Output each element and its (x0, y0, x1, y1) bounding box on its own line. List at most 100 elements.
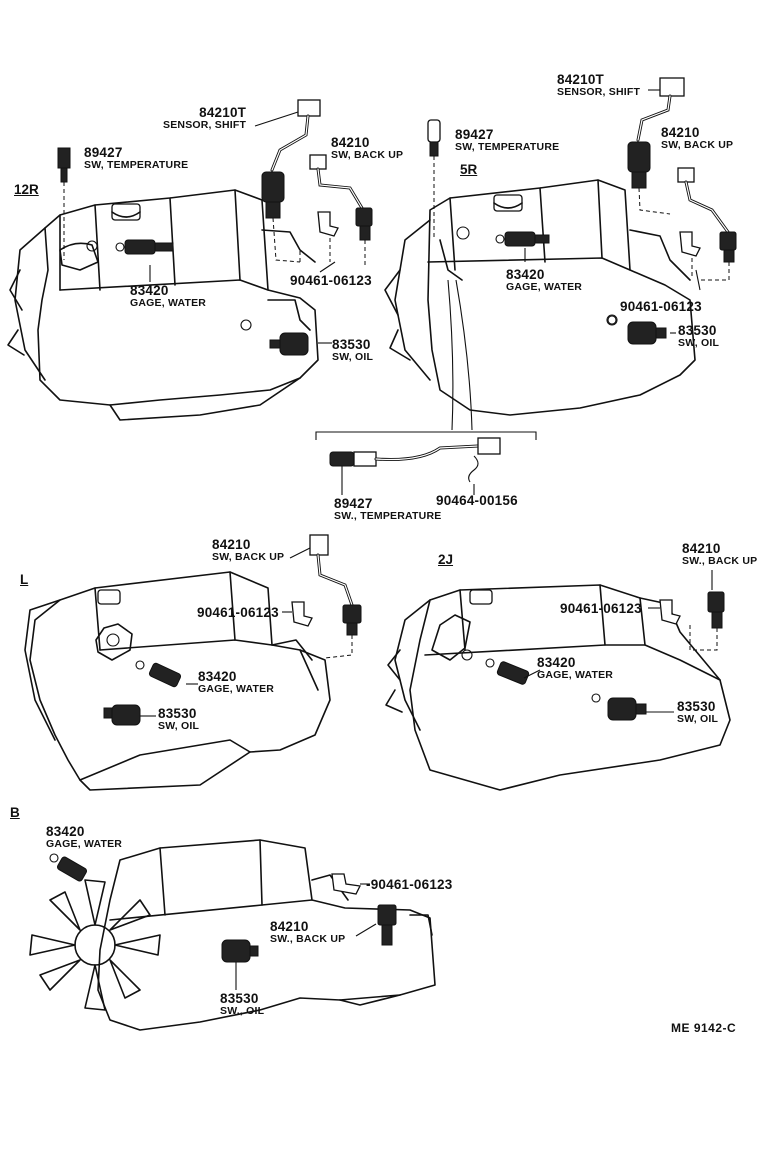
engine-2j (385, 584, 731, 791)
callout-83420-2j: 83420 GAGE, WATER (537, 656, 613, 680)
part-description: SW., BACK UP (270, 932, 346, 945)
callout-83420-b: 83420 GAGE, WATER (46, 825, 122, 849)
callout-84210-l: 84210 SW, BACK UP (212, 538, 284, 562)
part-83530-l-shape (103, 704, 141, 726)
part-description: GAGE, WATER (46, 837, 123, 850)
part-83420-12r-shape (115, 239, 174, 255)
part-83420-l-shape (135, 660, 182, 688)
part-83420-5r-shape (495, 231, 550, 247)
part-84210-b-shape (377, 904, 397, 946)
callout-83420-5r: 83420 GAGE, WATER (506, 268, 582, 292)
detail-box (315, 431, 537, 495)
part-83530-2j-shape (591, 693, 647, 721)
callout-83420-l: 83420 GAGE, WATER (198, 670, 274, 694)
part-number: 83420 (46, 824, 85, 839)
callout-84210-b: 84210 SW., BACK UP (270, 920, 345, 944)
part-90461-b-shape (331, 873, 361, 895)
part-84210-5r-shape (677, 167, 737, 281)
section-label-b: B (10, 805, 20, 820)
part-number: 84210 (331, 135, 370, 150)
section-label-l: L (20, 572, 29, 587)
part-83530-b-shape (221, 939, 259, 963)
callout-83530-5r: 83530 SW, OIL (678, 324, 719, 348)
part-number: 84210T (557, 72, 604, 87)
part-description: SENSOR, SHIFT (163, 118, 247, 131)
part-number: 84210 (270, 919, 309, 934)
callout-90461-2j: 90461-06123 (560, 601, 642, 616)
part-description: SW, OIL (678, 336, 720, 349)
part-84210-2j-shape (689, 591, 725, 651)
part-number: 83530 (677, 699, 716, 714)
callout-89427-12r: 89427 SW, TEMPERATURE (84, 146, 188, 170)
part-number: 84210 (682, 541, 721, 556)
part-number: 89427 (455, 127, 494, 142)
part-number: 89427 (84, 145, 123, 160)
part-description: GAGE, WATER (506, 280, 583, 293)
part-description: SW., TEMPERATURE (334, 509, 442, 522)
part-84210t-5r-shape (627, 77, 685, 215)
callout-90464-detail: 90464-00156 (436, 493, 518, 508)
part-90461-l-shape (291, 601, 313, 627)
part-83420-2j-shape (485, 658, 530, 685)
engine-12r (7, 189, 319, 421)
part-number: 83530 (332, 337, 371, 352)
part-description: SW, OIL (158, 719, 200, 732)
part-number: 83420 (506, 267, 545, 282)
callout-84210t-12r: 84210T SENSOR, SHIFT (163, 106, 246, 130)
callout-89427-5r: 89427 SW, TEMPERATURE (455, 128, 559, 152)
part-description: GAGE, WATER (198, 682, 275, 695)
part-description: SW, BACK UP (331, 148, 404, 161)
callout-83420-12r: 83420 GAGE, WATER (130, 284, 206, 308)
part-84210-l-shape (309, 534, 362, 659)
part-description: SW, TEMPERATURE (455, 140, 560, 153)
part-number: 83530 (158, 706, 197, 721)
part-90461-2j-shape (659, 599, 681, 625)
part-description: SW, OIL (332, 350, 374, 363)
callout-90461-5r: 90461-06123 (620, 299, 702, 314)
callout-83530-12r: 83530 SW, OIL (332, 338, 373, 362)
part-84210t-12r-shape (261, 99, 321, 263)
part-83420-b-shape (49, 853, 88, 882)
part-description: GAGE, WATER (537, 668, 614, 681)
callout-83530-2j: 83530 SW, OIL (677, 700, 718, 724)
leader-lines (140, 89, 713, 990)
callout-89427-detail: 89427 SW., TEMPERATURE (334, 497, 441, 521)
part-description: SW, BACK UP (661, 138, 734, 151)
engine-l (24, 571, 331, 791)
callout-90461-12r: 90461-06123 (290, 273, 372, 288)
part-89427-12r-shape (57, 147, 71, 260)
part-number: 89427 (334, 496, 373, 511)
section-label-2j: 2J (438, 552, 454, 567)
callout-84210-5r: 84210 SW, BACK UP (661, 126, 733, 150)
callout-84210-2j: 84210 SW., BACK UP (682, 542, 757, 566)
callout-83530-b: 83530 SW., OIL (220, 992, 264, 1016)
part-number: 83420 (130, 283, 169, 298)
part-description: SW, TEMPERATURE (84, 158, 189, 171)
part-number: 83530 (678, 323, 717, 338)
part-number: 83420 (198, 669, 237, 684)
section-label-12r: 12R (14, 182, 39, 197)
engine-5r (384, 179, 696, 416)
part-89427-5r-shape (427, 119, 441, 240)
part-description: SW, OIL (677, 712, 719, 725)
fan-b (29, 879, 161, 1011)
part-83530-5r-shape (607, 315, 667, 345)
part-number: 83530 (220, 991, 259, 1006)
part-description: SENSOR, SHIFT (557, 85, 641, 98)
part-description: SW., OIL (220, 1004, 265, 1017)
part-90461-5r-shape (679, 231, 701, 276)
part-description: SW, BACK UP (212, 550, 285, 563)
part-84210-12r-shape (299, 154, 373, 265)
section-label-5r: 5R (460, 162, 478, 177)
part-number: 83420 (537, 655, 576, 670)
part-number: 84210 (212, 537, 251, 552)
part-description: GAGE, WATER (130, 296, 207, 309)
detail-leader (447, 279, 473, 431)
callout-83530-l: 83530 SW, OIL (158, 707, 199, 731)
part-90461-12r-shape (317, 211, 339, 262)
reference-code: ME 9142-C (671, 1021, 737, 1035)
part-number: 84210T (199, 105, 247, 120)
callout-84210t-5r: 84210T SENSOR, SHIFT (557, 73, 640, 97)
part-83530-12r-shape (269, 332, 309, 356)
